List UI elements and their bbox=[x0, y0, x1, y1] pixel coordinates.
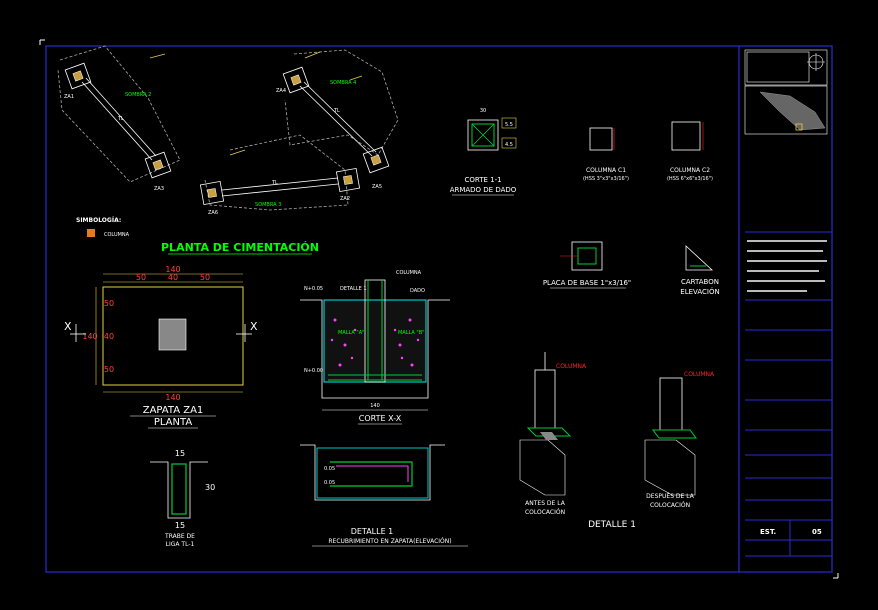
tie-beam-section: 15 30 15 TRABE DE LIGA TL-1 bbox=[150, 449, 215, 548]
titleblock-est: EST. bbox=[760, 528, 776, 536]
trabe-title: TRABE DE bbox=[164, 533, 195, 540]
malla-a-label: MALLA "A" bbox=[338, 330, 364, 336]
section-xx: N+0.05 N+0.00 COLUMNA DADO DETALLE 1 MAL… bbox=[300, 270, 450, 425]
plan-title: PLANTA DE CIMENTACIÓN bbox=[161, 241, 319, 254]
malla-b-label: MALLA "B" bbox=[398, 330, 424, 336]
despues-title: DESPUÉS DE LA bbox=[646, 492, 695, 500]
corte11-dim-b: 5.5 bbox=[505, 122, 513, 128]
corte-detalle-label: DETALLE 1 bbox=[340, 286, 367, 292]
column-sections: COLUMNA C1 (HSS 3"x3"x3/16") COLUMNA C2 … bbox=[583, 121, 713, 182]
despues-subtitle: COLOCACIÓN bbox=[650, 502, 690, 509]
column-c2-shape bbox=[671, 121, 701, 151]
detail-cover: 0.05 0.05 DETALLE 1 RECUBRIMIENTO EN ZAP… bbox=[300, 444, 468, 547]
base-plate-title: PLACA DE BASE 1"x3/16" bbox=[543, 279, 631, 287]
location-map bbox=[759, 91, 826, 131]
foundation-plan: ZA1 ZA3 TL SOMBRA 2 ZA4 ZA5 ZA6 ZA2 TL T… bbox=[57, 45, 399, 255]
column-c2-title: COLUMNA C2 bbox=[670, 167, 710, 174]
level-bottom: N+0.00 bbox=[304, 368, 323, 374]
corte-dim-total: 140 bbox=[370, 403, 380, 409]
dim-top-c: 50 bbox=[200, 273, 210, 282]
corner-mark-br bbox=[833, 573, 839, 579]
trabe-subtitle: LIGA TL-1 bbox=[166, 541, 195, 548]
gusset-subtitle: ELEVACIÓN bbox=[680, 287, 719, 296]
simbologia-item: COLUMNA bbox=[104, 232, 130, 238]
dim-left-a: 50 bbox=[104, 299, 114, 308]
dim-left: 140 bbox=[82, 332, 97, 341]
column-after bbox=[659, 377, 683, 431]
title-block: EST. 05 bbox=[744, 49, 832, 557]
column-c1-title: COLUMNA C1 bbox=[586, 167, 626, 174]
column-c1-spec: (HSS 3"x3"x3/16") bbox=[583, 176, 629, 182]
footing-outline bbox=[102, 286, 244, 386]
corte-columna-label: COLUMNA bbox=[396, 270, 422, 276]
section-11: 30 5.5 4.5 CORTE 1-1 ARMADO DE DADO bbox=[450, 108, 517, 196]
corner-mark-tl bbox=[39, 39, 45, 45]
tie-beam-stirrup bbox=[171, 463, 187, 515]
logo-box bbox=[746, 51, 810, 83]
gusset-shape bbox=[685, 245, 714, 271]
corte11-subtitle: ARMADO DE DADO bbox=[450, 186, 517, 194]
corte-dado-label: DADO bbox=[410, 288, 425, 294]
trabe-dim-bottom: 15 bbox=[175, 521, 185, 530]
anchor-placement: COLUMNA ANTES DE LA COLOCACIÓN COLUMNA D… bbox=[519, 352, 715, 530]
axis-right-label: X bbox=[250, 320, 258, 333]
label-sombra3: SOMBRA 3 bbox=[255, 202, 281, 208]
label-sombra2: SOMBRA 2 bbox=[125, 92, 151, 98]
label-za6: ZA6 bbox=[208, 210, 218, 216]
pedestal bbox=[364, 279, 386, 383]
trabe-dim-top: 15 bbox=[175, 449, 185, 458]
antes-title: ANTES DE LA bbox=[525, 500, 566, 507]
simbologia-title: SIMBOLOGÍA: bbox=[76, 216, 121, 224]
label-tl-3: TL bbox=[271, 180, 278, 186]
gusset-title: CARTABON bbox=[681, 278, 719, 286]
detail-concrete bbox=[316, 447, 429, 499]
detail-dim-b: 0.05 bbox=[324, 480, 335, 486]
detail1-subtitle: RECUBRIMIENTO EN ZAPATA(ELEVACIÓN) bbox=[328, 538, 451, 545]
corte-xx-title: CORTE X-X bbox=[359, 414, 402, 423]
label-tl-1: TL bbox=[117, 116, 124, 122]
label-za4: ZA4 bbox=[276, 88, 286, 94]
base-plate: PLACA DE BASE 1"x3/16" bbox=[543, 241, 631, 289]
gusset: CARTABON ELEVACIÓN bbox=[680, 245, 720, 296]
zapata-title: ZAPATA ZA1 bbox=[143, 405, 204, 416]
dim-top-b: 40 bbox=[168, 273, 178, 282]
zapata-subtitle: PLANTA bbox=[154, 417, 192, 428]
detail1-title: DETALLE 1 bbox=[351, 527, 394, 536]
trabe-dim-side: 30 bbox=[205, 483, 215, 492]
level-top: N+0.05 bbox=[304, 286, 323, 292]
titleblock-sheet: 05 bbox=[812, 528, 822, 536]
detail-dim-a: 0.05 bbox=[324, 466, 335, 472]
corte11-dim-a: 30 bbox=[480, 108, 486, 114]
drawing-frame bbox=[45, 45, 833, 573]
label-za1: ZA1 bbox=[64, 94, 74, 100]
label-sombra4: SOMBRA 4 bbox=[330, 80, 356, 86]
concrete-hatch bbox=[330, 318, 420, 367]
antes-subtitle: COLOCACIÓN bbox=[525, 509, 565, 516]
pedestal-section bbox=[467, 119, 499, 151]
dim-left-b: 40 bbox=[104, 332, 114, 341]
column-before bbox=[534, 369, 556, 429]
dim-bottom: 140 bbox=[165, 393, 180, 402]
column-c1-shape bbox=[589, 127, 613, 151]
label-za3: ZA3 bbox=[154, 186, 164, 192]
label-tl-2: TL bbox=[333, 108, 340, 114]
corte11-title: CORTE 1-1 bbox=[464, 176, 501, 184]
footing-column bbox=[158, 318, 187, 351]
colocacion-columna-1: COLUMNA bbox=[556, 363, 587, 370]
footing-plan: 140 50 40 50 140 140 50 40 50 X X ZAPATA… bbox=[64, 265, 258, 429]
axis-left-label: X bbox=[64, 320, 72, 333]
label-za5: ZA5 bbox=[372, 184, 382, 190]
column-symbol bbox=[87, 229, 95, 237]
label-za2: ZA2 bbox=[340, 196, 350, 202]
colocacion-columna-2: COLUMNA bbox=[684, 371, 715, 378]
dim-top-a: 50 bbox=[136, 273, 146, 282]
dim-top: 140 bbox=[165, 265, 180, 274]
footing-concrete bbox=[323, 299, 427, 383]
corte11-dim-c: 4.5 bbox=[505, 142, 513, 148]
colocacion-detalle: DETALLE 1 bbox=[588, 520, 636, 530]
column-c2-spec: (HSS 6"x6"x3/16") bbox=[667, 176, 713, 182]
dim-left-c: 50 bbox=[104, 365, 114, 374]
